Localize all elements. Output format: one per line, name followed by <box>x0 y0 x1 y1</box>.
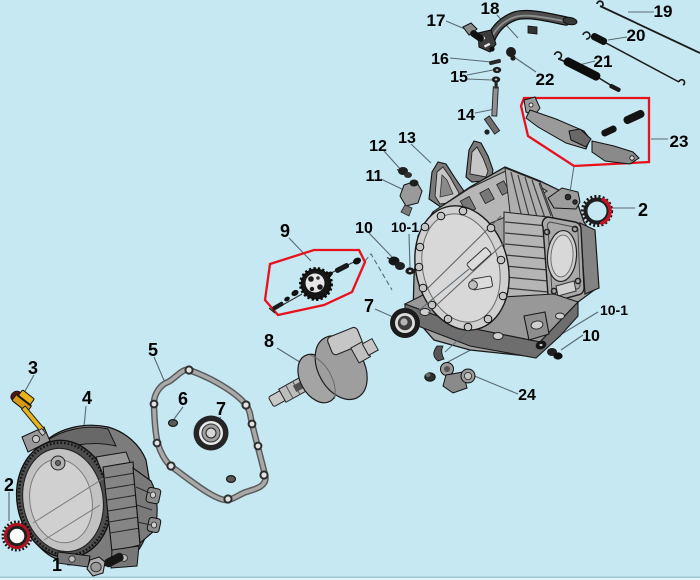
svg-text:8: 8 <box>264 331 274 351</box>
svg-text:10-1: 10-1 <box>600 302 628 318</box>
svg-text:10-1: 10-1 <box>391 219 419 235</box>
svg-text:2: 2 <box>638 200 648 220</box>
svg-text:11: 11 <box>366 168 383 185</box>
svg-text:4: 4 <box>82 388 92 408</box>
svg-text:3: 3 <box>28 358 38 378</box>
svg-text:16: 16 <box>431 51 449 68</box>
svg-text:22: 22 <box>536 70 555 89</box>
svg-text:7: 7 <box>216 399 226 419</box>
svg-text:1: 1 <box>52 555 62 575</box>
svg-text:10: 10 <box>582 328 600 345</box>
svg-text:19: 19 <box>654 2 673 21</box>
svg-text:23: 23 <box>670 132 689 151</box>
svg-text:14: 14 <box>457 107 475 124</box>
svg-text:18: 18 <box>481 0 500 18</box>
svg-text:21: 21 <box>594 52 613 71</box>
svg-text:15: 15 <box>450 69 468 86</box>
svg-text:20: 20 <box>627 26 646 45</box>
svg-text:12: 12 <box>369 138 387 155</box>
svg-text:7: 7 <box>364 296 374 316</box>
svg-text:5: 5 <box>148 340 158 360</box>
svg-text:13: 13 <box>398 130 416 147</box>
svg-text:2: 2 <box>4 475 14 495</box>
svg-text:10: 10 <box>355 220 373 237</box>
svg-text:9: 9 <box>280 221 290 241</box>
svg-text:17: 17 <box>427 11 446 30</box>
svg-text:6: 6 <box>178 389 188 409</box>
svg-text:24: 24 <box>518 387 536 404</box>
